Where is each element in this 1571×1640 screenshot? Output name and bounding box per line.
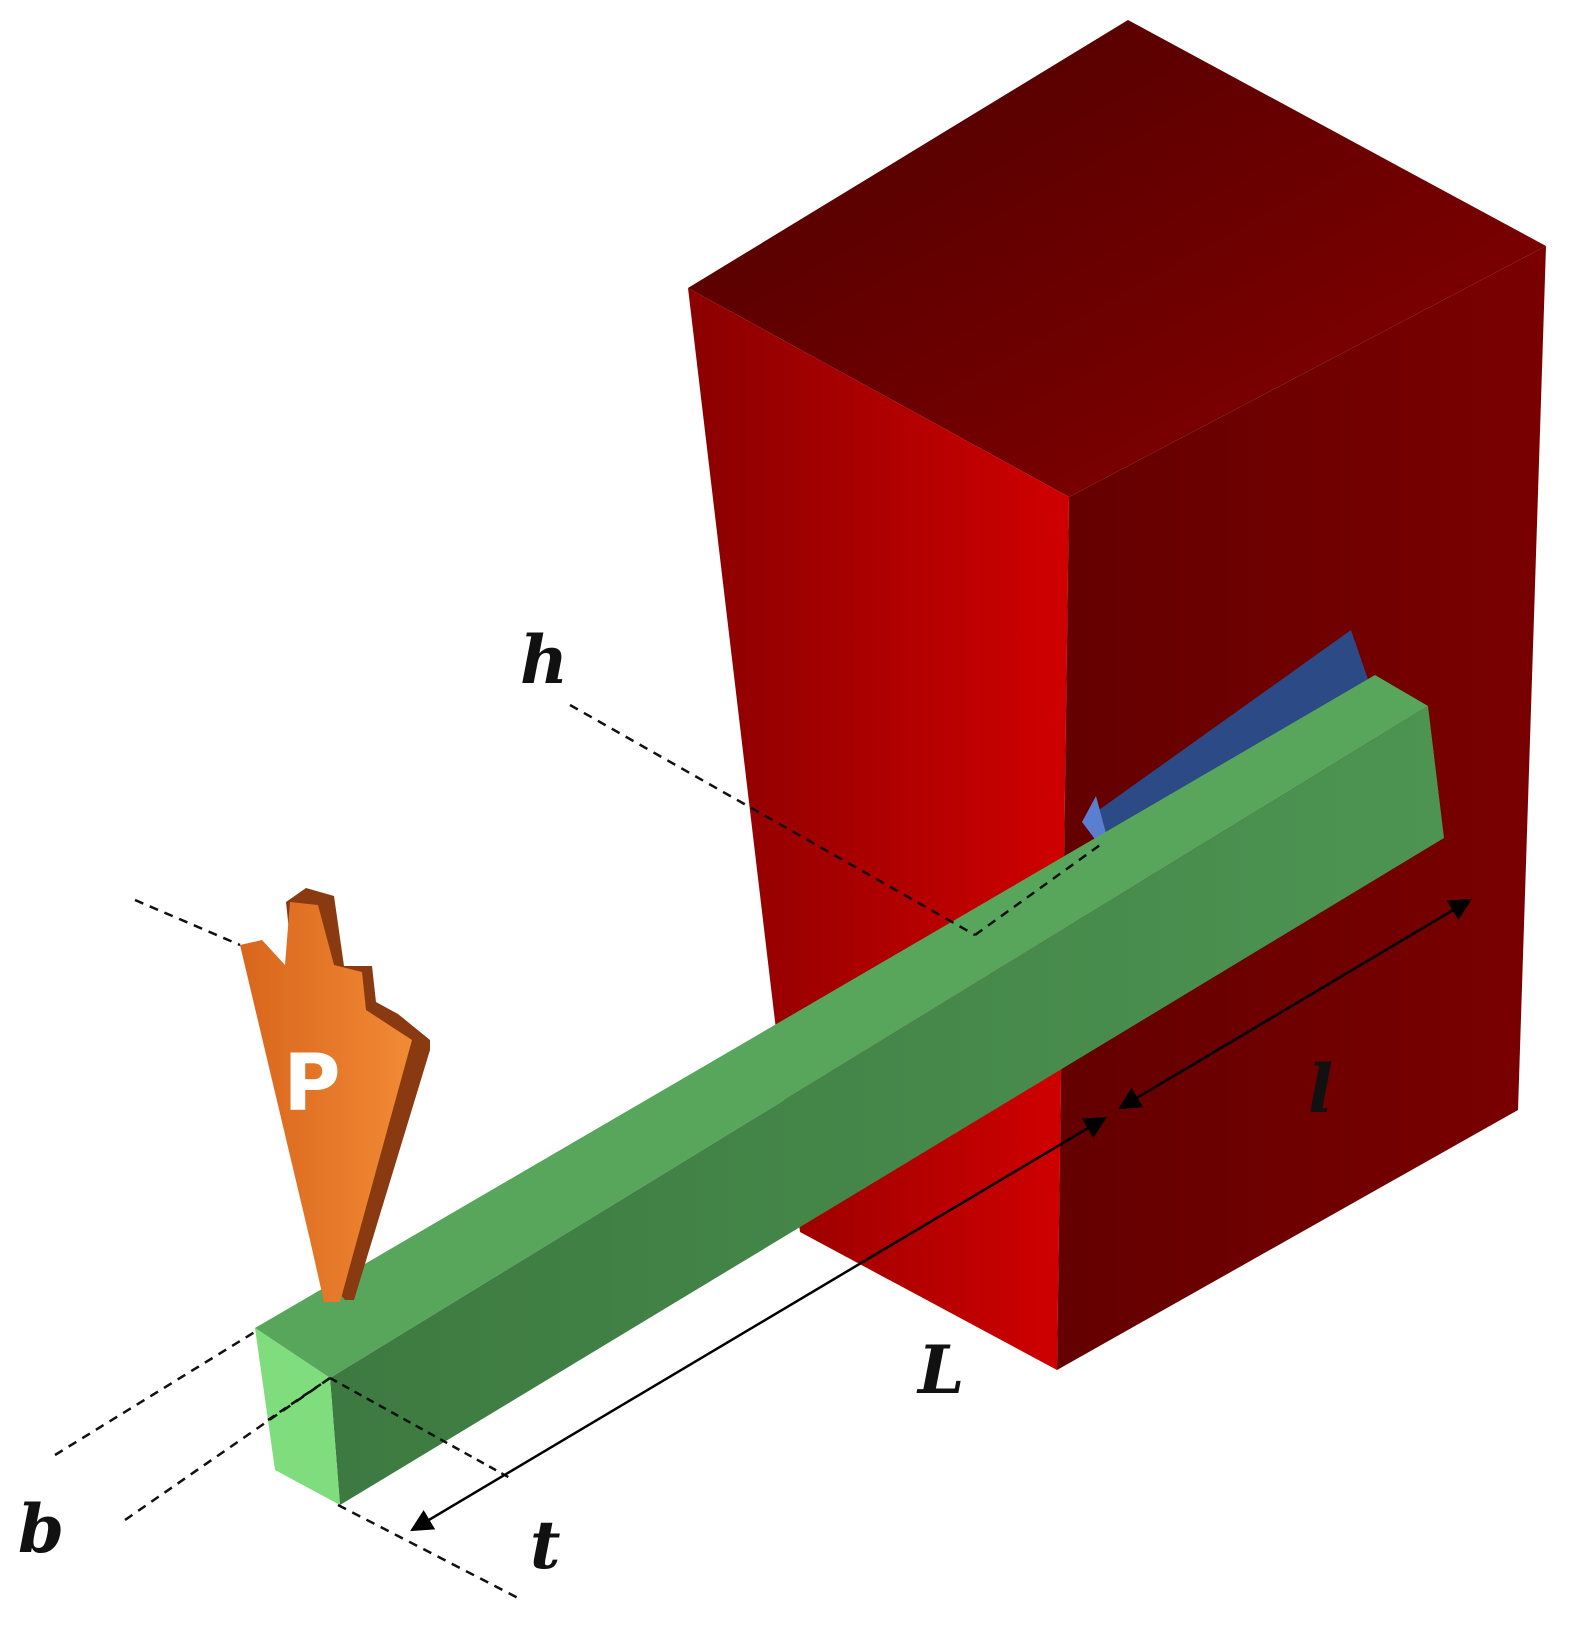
end-face-dash [267, 1376, 331, 1422]
L-dimension-arrow [410, 1116, 1107, 1532]
label-L: L [916, 1331, 964, 1409]
load-label: P [283, 1039, 340, 1129]
dimension-arrows [410, 898, 1472, 1532]
dimension-guides [54, 703, 1101, 1602]
label-h: h [520, 621, 568, 699]
label-b: b [18, 1490, 64, 1568]
h-guide-short [974, 843, 1101, 937]
label-t: t [530, 1506, 561, 1584]
b-guide-line-1 [54, 1328, 259, 1457]
l-dimension-arrow [1118, 898, 1472, 1110]
load-guide-line [134, 898, 241, 947]
t-guide-line [337, 1503, 523, 1602]
block-top-face [688, 20, 1546, 497]
beam-end-face [255, 1328, 340, 1505]
load-arrow-face [240, 902, 412, 1302]
load-arrow: P [240, 888, 430, 1302]
label-l: l [1308, 1050, 1333, 1128]
pad-top-face [1082, 630, 1375, 852]
h-guide-line [569, 703, 976, 937]
